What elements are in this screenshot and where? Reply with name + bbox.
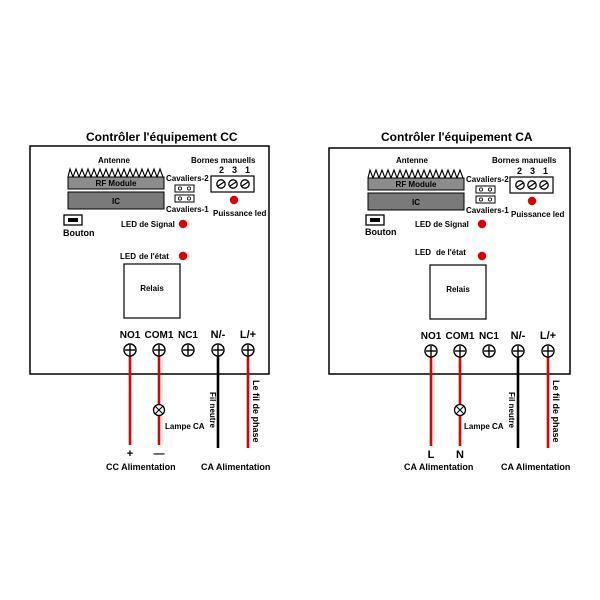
left-sign-plus: + bbox=[127, 448, 133, 460]
right-led-signal-label: LED de Signal bbox=[415, 220, 469, 229]
left-bornes-label: Bornes manuells bbox=[191, 156, 256, 165]
right-bouton-label: Bouton bbox=[365, 227, 397, 237]
right-terminal-label-com1: COM1 bbox=[446, 331, 475, 342]
right-screw-icon-2 bbox=[515, 180, 525, 190]
left-antenna-label: Antenne bbox=[98, 156, 131, 165]
right-terminal-no1 bbox=[424, 344, 438, 358]
right-fil-neutre-label: Fil neutre bbox=[507, 392, 516, 429]
left-lamp-icon bbox=[152, 403, 166, 417]
right-signal-led bbox=[477, 219, 487, 229]
right-terminal-n bbox=[511, 344, 525, 358]
right-puissance-label: Puissance led bbox=[511, 210, 564, 219]
left-terminal-label-nc1: NC1 bbox=[178, 330, 198, 341]
left-jumper-2 bbox=[174, 184, 195, 193]
left-terminal-label-n: N/- bbox=[211, 329, 226, 341]
left-screw-icon-2 bbox=[216, 179, 226, 189]
right-ic-label: IC bbox=[412, 198, 420, 207]
right-supply-1-label: CA Alimentation bbox=[404, 462, 473, 472]
right-jumper-1 bbox=[475, 195, 496, 204]
left-bouton-label: Bouton bbox=[63, 228, 95, 238]
right-relay bbox=[429, 264, 487, 320]
right-sign-n: N bbox=[456, 449, 464, 461]
left-fil-neutre-label: Fil neutre bbox=[208, 392, 217, 429]
right-power-led bbox=[527, 196, 537, 206]
right-terminal-label-nc1: NC1 bbox=[479, 331, 499, 342]
left-bornes-num-2: 2 bbox=[219, 165, 224, 175]
right-supply-2-label: CA Alimentation bbox=[501, 462, 570, 472]
left-terminal-label-no1: NO1 bbox=[120, 330, 141, 341]
left-screw-icon-1 bbox=[240, 179, 250, 189]
right-sign-l: L bbox=[428, 449, 435, 461]
right-terminal-nc1 bbox=[482, 344, 496, 358]
left-terminal-no1 bbox=[123, 343, 137, 357]
right-led-etat-label-1: LED bbox=[415, 248, 431, 257]
left-bornes-num-3: 3 bbox=[232, 165, 237, 175]
left-terminal-com1 bbox=[152, 343, 166, 357]
right-lamp-icon bbox=[453, 403, 467, 417]
right-rf-module bbox=[367, 177, 465, 191]
left-ic-label: IC bbox=[112, 197, 120, 206]
right-screw-icon-1 bbox=[539, 180, 549, 190]
right-terminal-label-n: N/- bbox=[511, 330, 526, 342]
left-lampe-label: Lampe CA bbox=[165, 422, 205, 431]
left-cavaliers-2-label: Cavaliers-2 bbox=[166, 174, 209, 183]
left-ic-chip bbox=[67, 191, 165, 210]
left-jumper-1 bbox=[174, 194, 195, 203]
left-title: Contrôler l'équipement CC bbox=[86, 130, 238, 144]
left-terminal-nc1 bbox=[181, 343, 195, 357]
left-rf-module-label: RF Module bbox=[96, 179, 137, 188]
left-rf-module bbox=[67, 176, 165, 190]
left-led-signal-label: LED de Signal bbox=[121, 220, 175, 229]
right-terminal-label-l: L/+ bbox=[540, 330, 556, 342]
left-bornes-num-1: 1 bbox=[245, 165, 250, 175]
right-terminal-l bbox=[541, 344, 555, 358]
right-bornes-label: Bornes manuells bbox=[492, 156, 557, 165]
right-bornes-num-1: 1 bbox=[543, 166, 548, 176]
right-bornes-num-3: 3 bbox=[530, 166, 535, 176]
right-cavaliers-2-label: Cavaliers-2 bbox=[466, 175, 509, 184]
left-panel: Contrôler l'équipement CC Antenne RF Mod… bbox=[29, 130, 270, 472]
right-phase-label: Le fil de phase bbox=[551, 380, 561, 443]
left-terminal-label-com1: COM1 bbox=[145, 330, 174, 341]
right-relay-label: Relais bbox=[446, 285, 470, 294]
right-ic-chip bbox=[367, 192, 465, 211]
left-sign-minus: — bbox=[154, 448, 165, 460]
left-terminal-label-l: L/+ bbox=[240, 329, 256, 341]
left-power-led bbox=[229, 195, 239, 205]
left-state-led bbox=[178, 251, 188, 261]
right-state-led bbox=[477, 251, 487, 261]
right-screw-icon-3 bbox=[527, 180, 537, 190]
right-terminal-label-no1: NO1 bbox=[421, 331, 442, 342]
left-relay bbox=[123, 263, 181, 319]
left-cavaliers-1-label: Cavaliers-1 bbox=[166, 205, 209, 214]
left-supply-1-label: CC Alimentation bbox=[106, 462, 176, 472]
right-led-etat-label-2: de l'état bbox=[436, 248, 466, 257]
right-title: Contrôler l'équipement CA bbox=[381, 130, 533, 144]
left-led-etat-label-1: LED bbox=[120, 252, 136, 261]
left-phase-label: Le fil de phase bbox=[251, 380, 261, 443]
right-antenna-label: Antenne bbox=[396, 156, 429, 165]
left-supply-2-label: CA Alimentation bbox=[201, 462, 270, 472]
left-relay-label: Relais bbox=[140, 284, 164, 293]
left-terminal-n bbox=[211, 343, 225, 357]
right-bornes-num-2: 2 bbox=[517, 166, 522, 176]
right-panel: Contrôler l'équipement CA Antenne RF Mod… bbox=[328, 130, 571, 472]
right-cavaliers-1-label: Cavaliers-1 bbox=[466, 206, 509, 215]
left-puissance-label: Puissance led bbox=[213, 209, 266, 218]
left-screw-icon-3 bbox=[228, 179, 238, 189]
left-terminal-l bbox=[241, 343, 255, 357]
right-jumper-2 bbox=[475, 185, 496, 194]
left-led-etat-label-2: de l'état bbox=[139, 252, 169, 261]
right-lampe-label: Lampe CA bbox=[464, 422, 504, 431]
left-signal-led bbox=[178, 219, 188, 229]
right-terminal-com1 bbox=[453, 344, 467, 358]
right-rf-module-label: RF Module bbox=[396, 180, 437, 189]
